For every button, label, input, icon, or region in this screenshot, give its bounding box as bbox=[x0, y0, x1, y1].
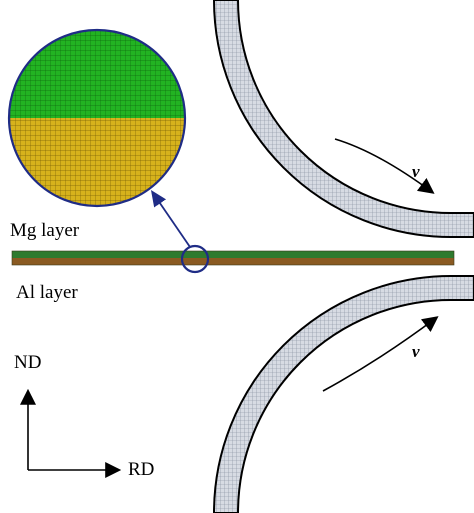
zoom-selection-circle bbox=[180, 244, 210, 274]
nd-axis-label: ND bbox=[14, 352, 41, 373]
zoom-leader-arrow bbox=[150, 190, 191, 248]
axis-indicator bbox=[20, 388, 122, 478]
mg-layer-label: Mg layer bbox=[10, 220, 80, 241]
bottom-velocity-label: v bbox=[412, 342, 420, 361]
top-velocity-label: v bbox=[412, 162, 420, 181]
zoom-callout bbox=[7, 28, 187, 208]
bottom-roll-rotation-arrow bbox=[322, 316, 439, 392]
al-layer-label: Al layer bbox=[16, 282, 78, 303]
bimetal-strip bbox=[11, 250, 455, 266]
bottom-roll bbox=[212, 275, 474, 513]
top-roll bbox=[212, 0, 474, 238]
top-roll-rotation-arrow bbox=[334, 138, 435, 194]
rd-axis-label: RD bbox=[128, 459, 154, 480]
